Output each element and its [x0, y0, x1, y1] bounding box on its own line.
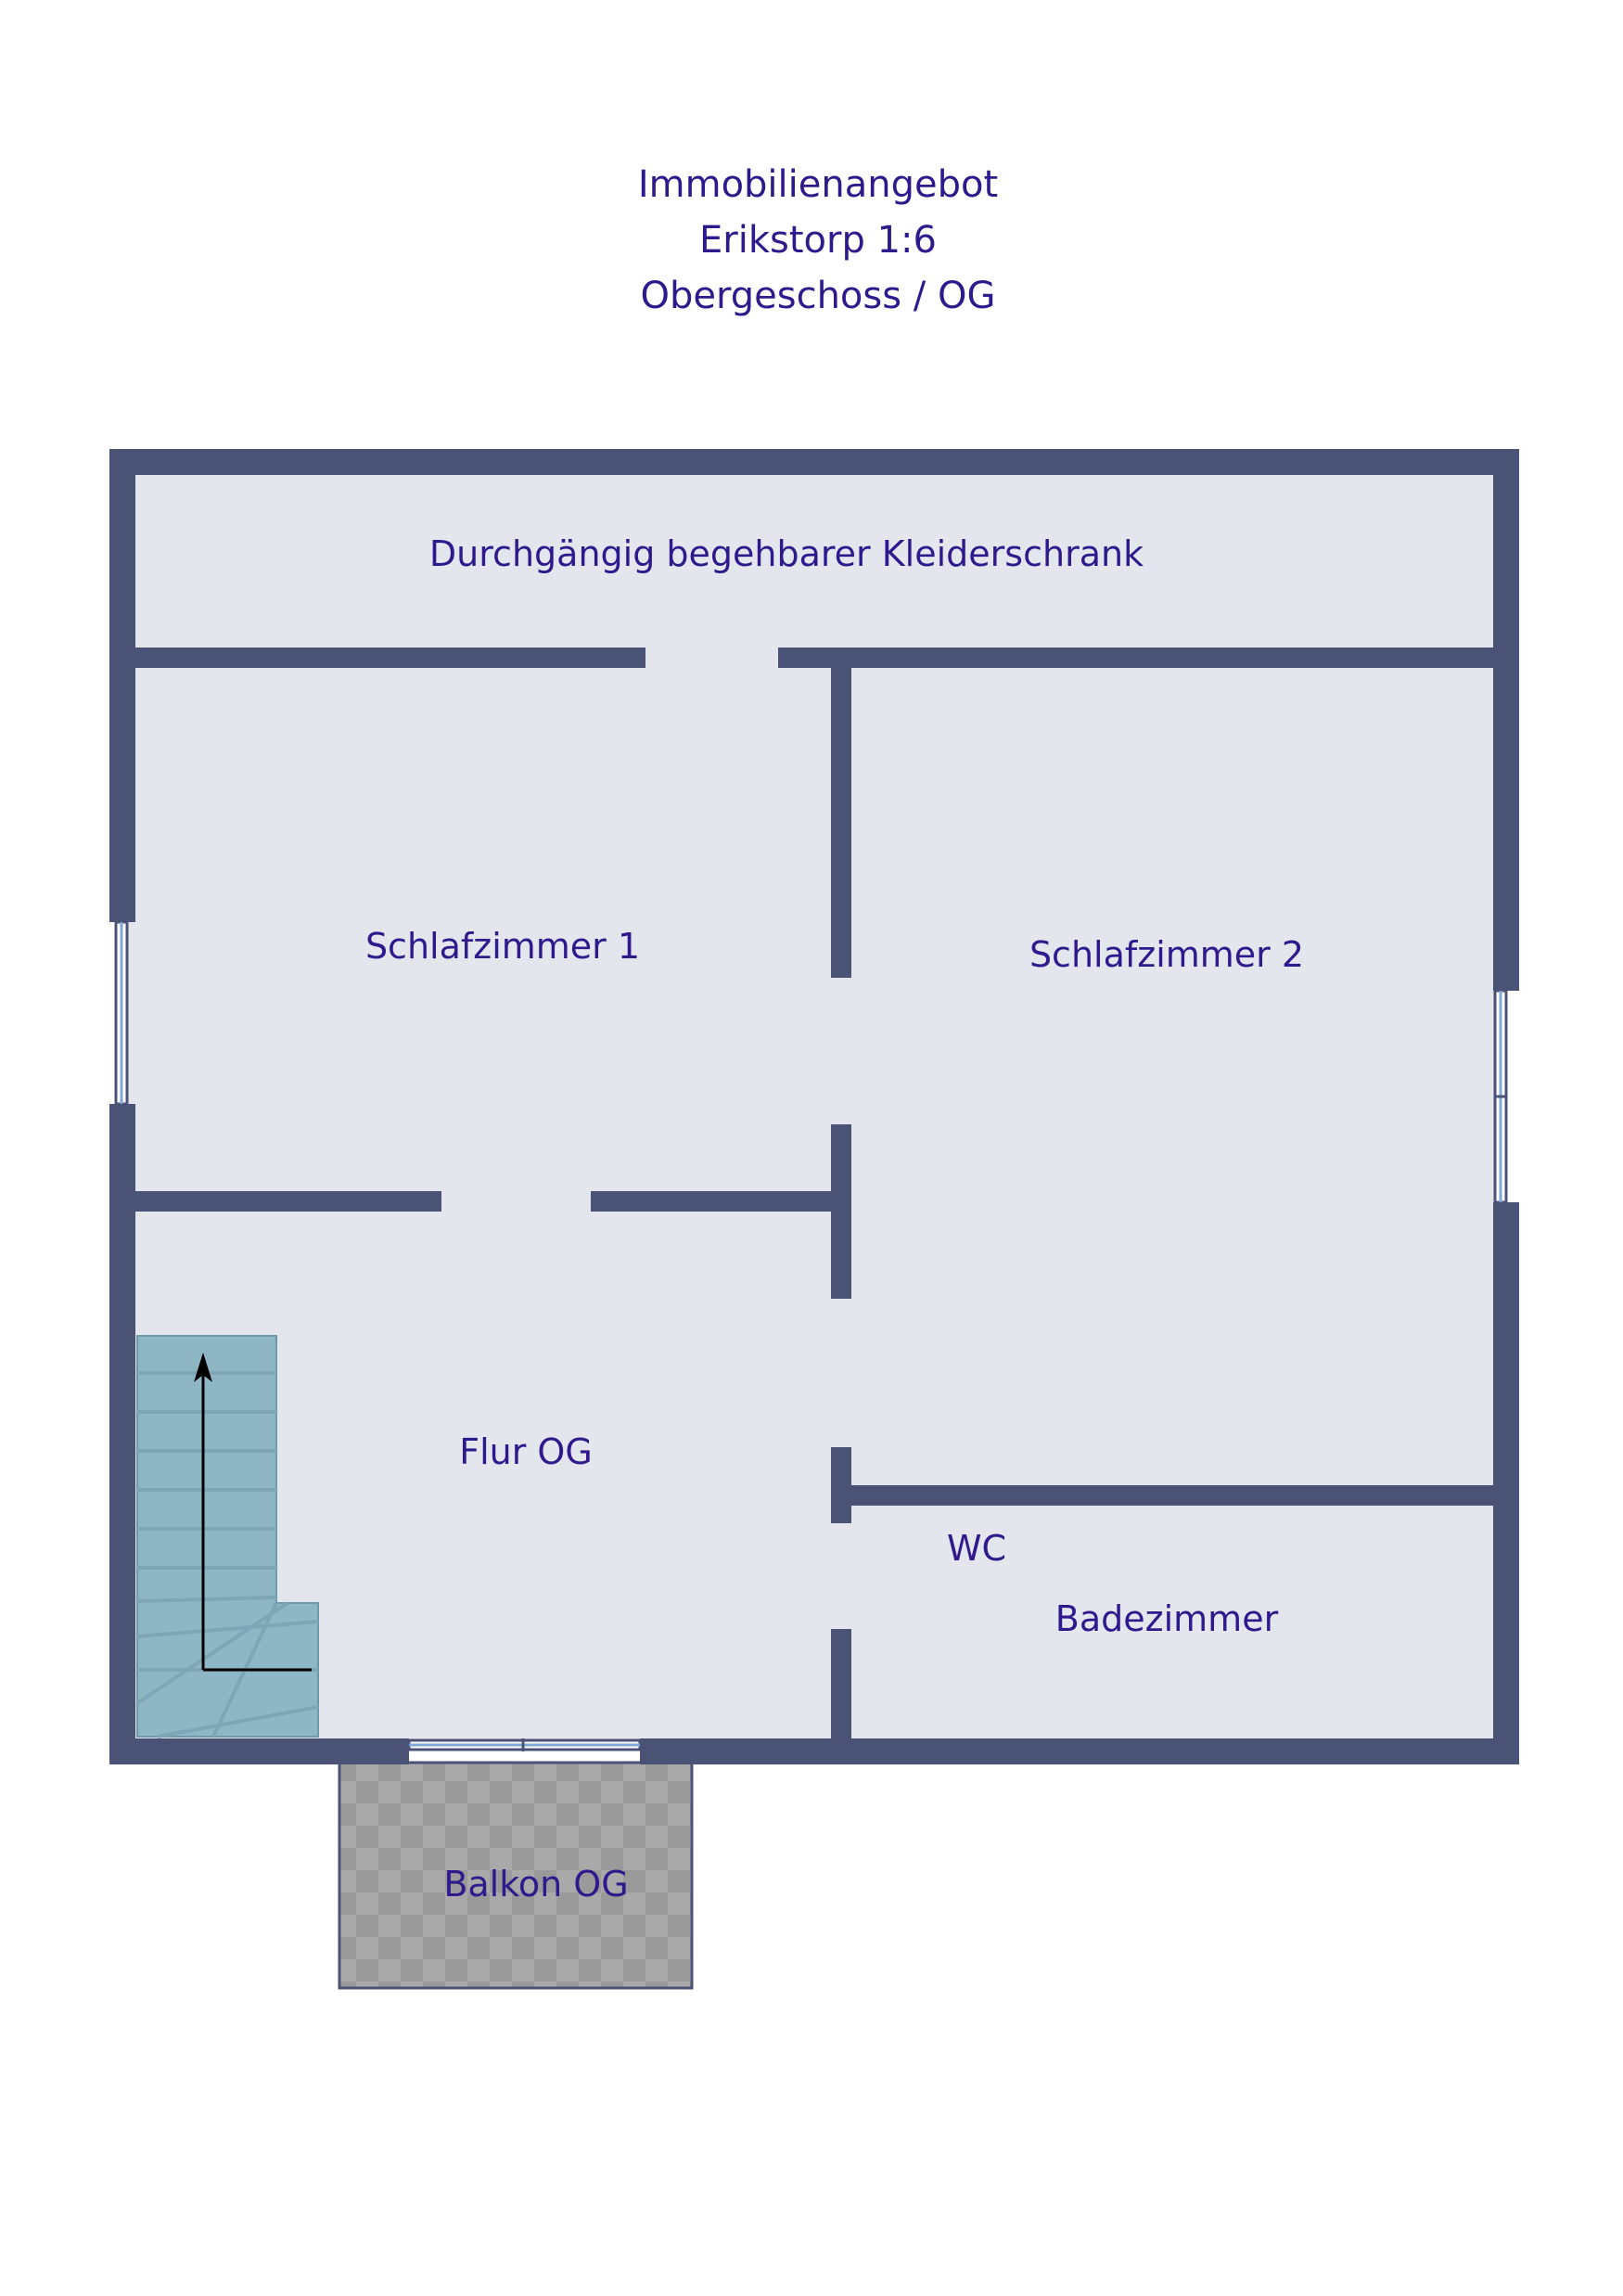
wall-left-lower [109, 1104, 135, 1764]
wall-closet-right [778, 648, 1493, 668]
window-left [114, 920, 129, 1106]
title-line-3: Obergeschoss / OG [641, 275, 996, 317]
walls [109, 449, 1519, 1764]
wall-bed1-left [135, 1191, 441, 1212]
stairs-arrow-icon [194, 1353, 312, 1672]
room-label-bedroom2: Schlafzimmer 2 [1029, 934, 1304, 975]
balcony-door [407, 1738, 642, 1751]
balcony-floor [338, 1761, 694, 1990]
wall-top [109, 449, 1519, 475]
wall-mid-lower [831, 1447, 851, 1523]
window-right [1493, 989, 1508, 1204]
staircase [135, 1335, 319, 1738]
wall-right-upper [1493, 449, 1519, 991]
wall-bottom-right [640, 1738, 1519, 1764]
room-label-bedroom1: Schlafzimmer 1 [365, 926, 640, 967]
room-label-wc: WC [947, 1528, 1006, 1569]
wall-closet-left [135, 648, 645, 668]
wall-mid-upper [831, 668, 851, 978]
floor-area [121, 461, 1500, 1745]
wall-mid-middle [831, 1124, 851, 1299]
wall-right-lower [1493, 1202, 1519, 1764]
title-line-2: Erikstorp 1:6 [699, 219, 937, 262]
wall-bath [851, 1485, 1493, 1506]
room-label-hallway: Flur OG [459, 1431, 593, 1472]
room-label-balcony: Balkon OG [443, 1864, 628, 1905]
wall-mid-bottom [831, 1629, 851, 1738]
room-label-closet: Durchgängig begehbarer Kleiderschrank [429, 533, 1144, 574]
wall-left-upper [109, 449, 135, 922]
wall-bottom-left [109, 1738, 409, 1764]
wall-bed1-right [591, 1191, 831, 1212]
title-line-1: Immobilienangebot [638, 163, 998, 206]
room-label-bathroom: Badezimmer [1055, 1598, 1279, 1639]
